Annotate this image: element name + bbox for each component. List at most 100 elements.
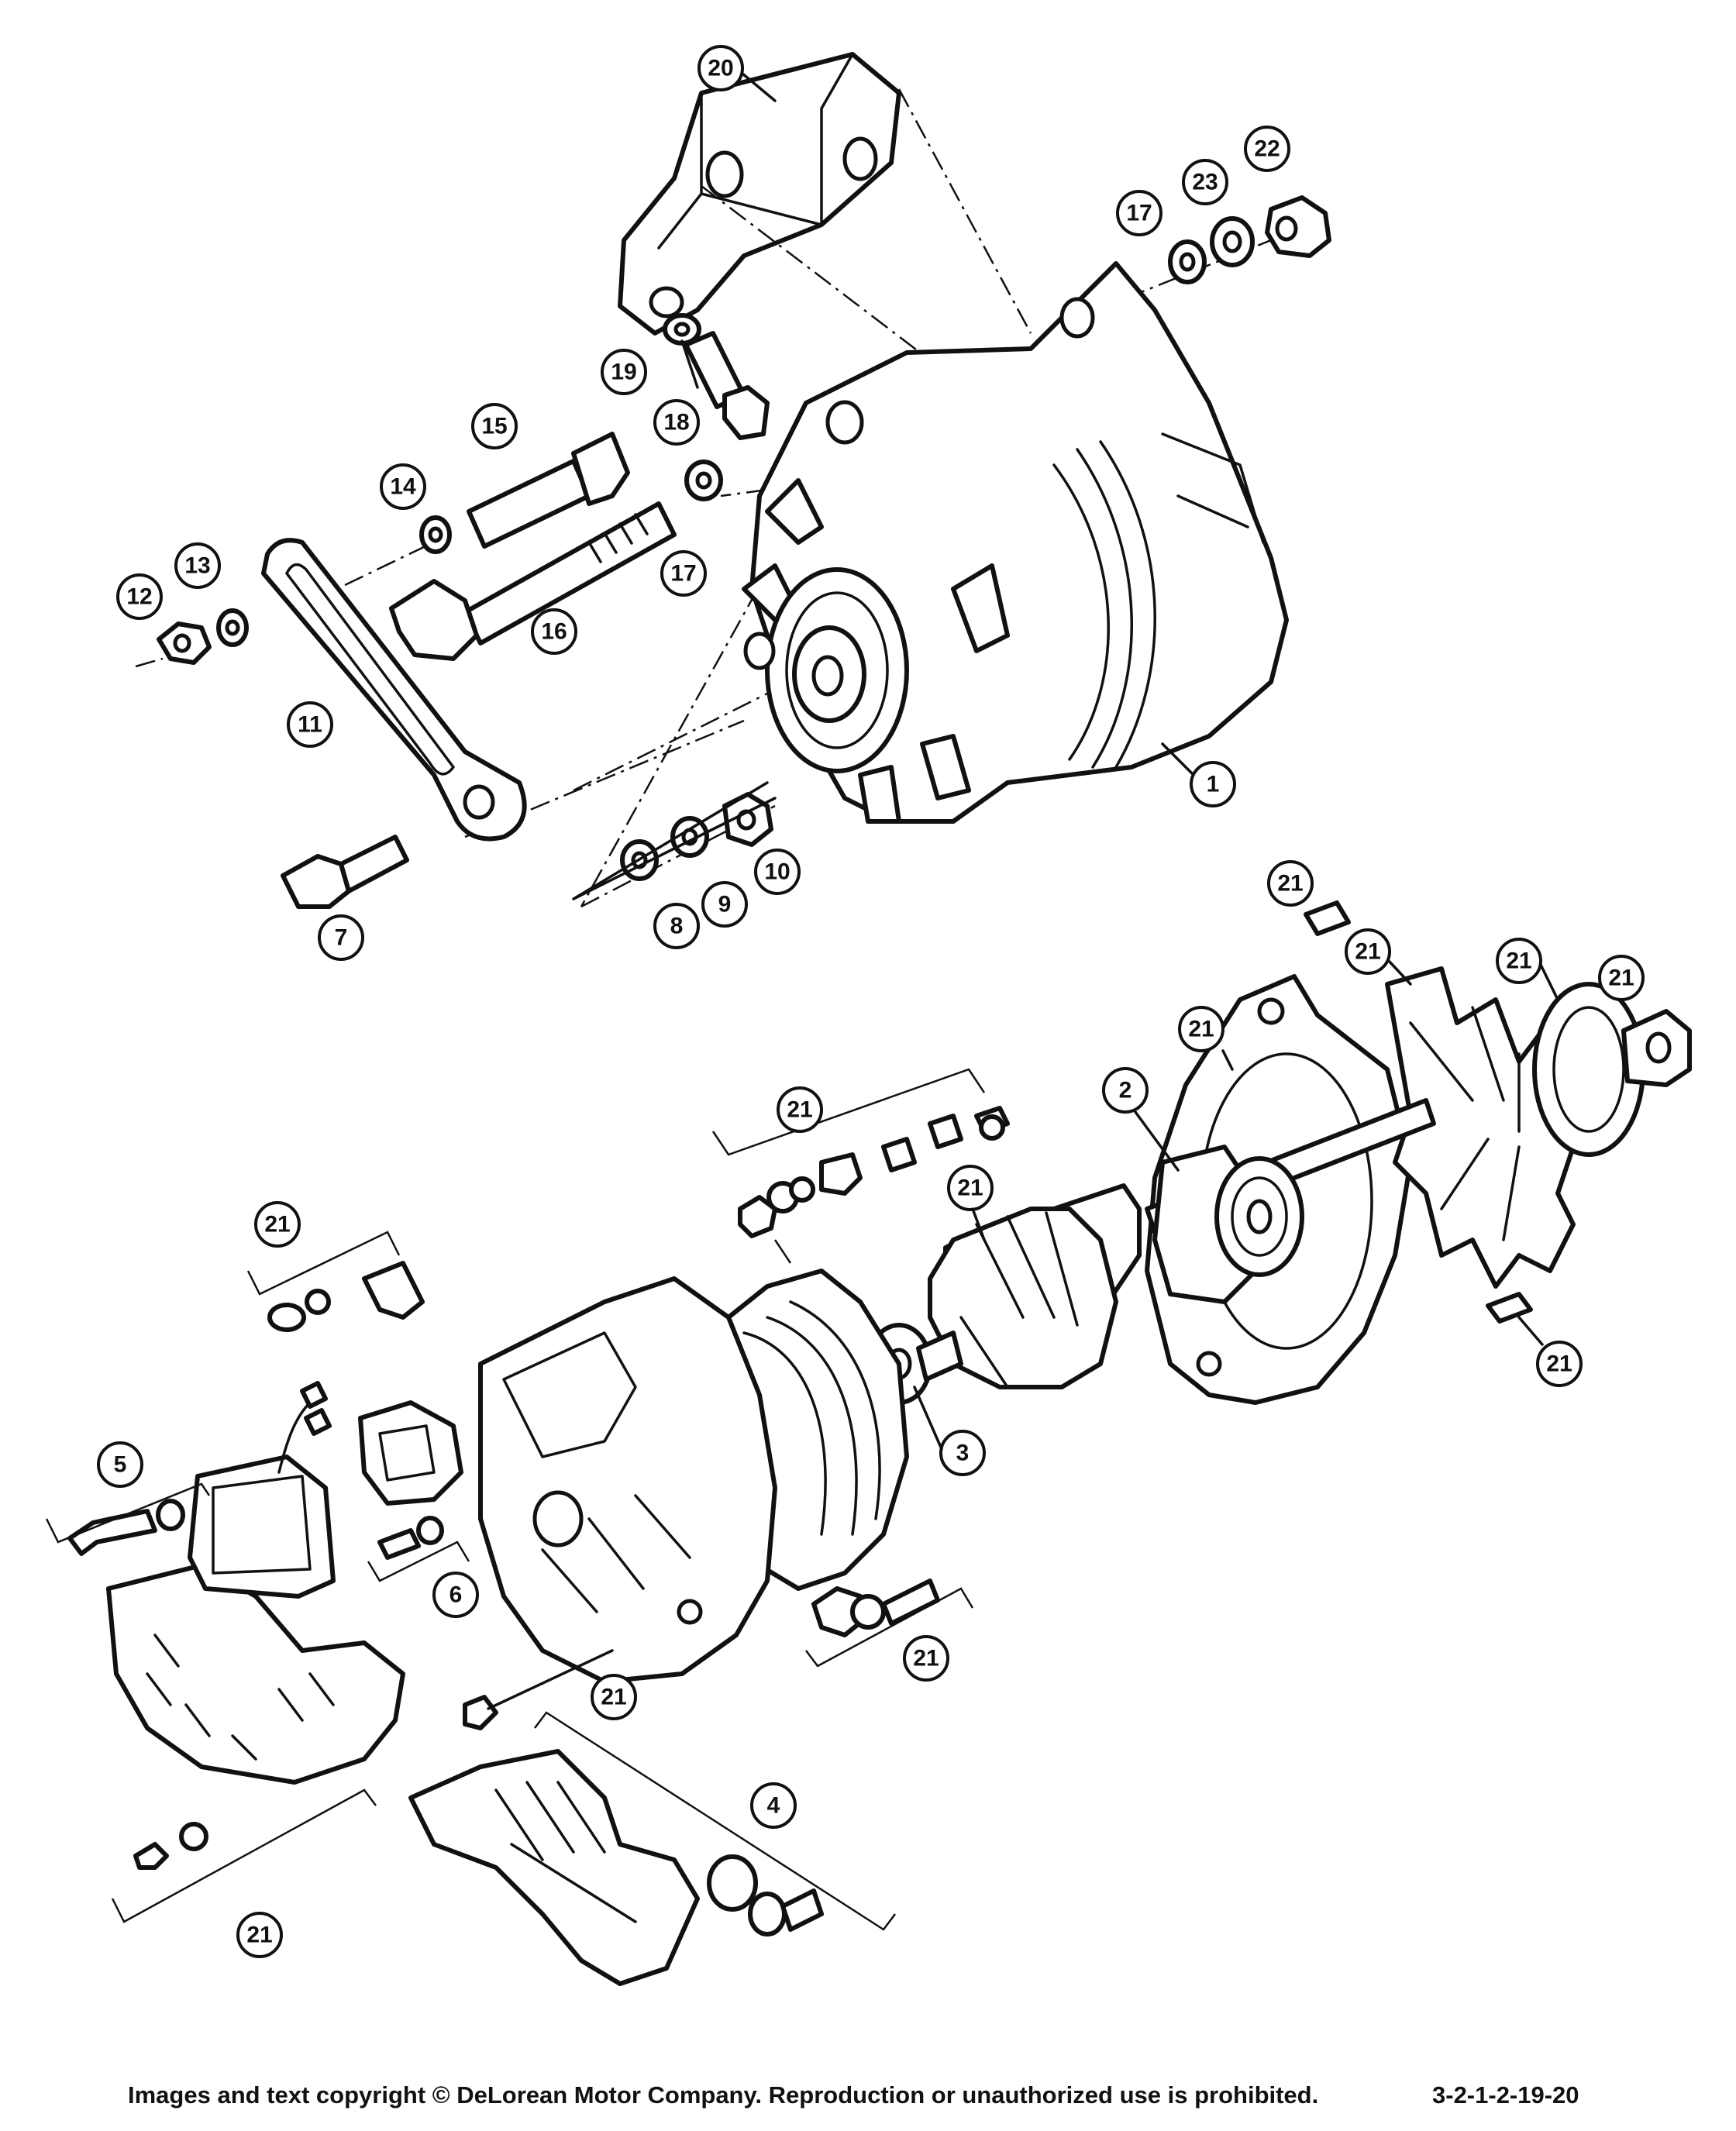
svg-text:21: 21	[1506, 948, 1531, 974]
svg-text:21: 21	[264, 1212, 290, 1238]
drive-bearing	[1214, 1156, 1304, 1277]
brush-holder	[358, 1400, 463, 1560]
svg-text:21: 21	[1188, 1017, 1214, 1042]
callout-21a: 21	[1267, 860, 1314, 907]
svg-text:3: 3	[956, 1441, 970, 1466]
washer-23	[1210, 216, 1255, 267]
svg-text:19: 19	[611, 360, 636, 385]
callout-7: 7	[318, 914, 364, 961]
callout-12: 12	[116, 573, 163, 620]
svg-text:16: 16	[541, 619, 567, 645]
svg-text:17: 17	[1126, 201, 1152, 226]
callout-9: 9	[701, 881, 748, 928]
callout-17a: 17	[1116, 190, 1162, 236]
svg-text:21: 21	[1277, 871, 1303, 897]
callout-21h: 21	[254, 1201, 301, 1248]
callout-22: 22	[1244, 126, 1290, 172]
svg-text:8: 8	[670, 914, 684, 939]
callout-4: 4	[750, 1782, 797, 1829]
svg-text:21: 21	[246, 1923, 272, 1948]
pivot-bolt	[389, 501, 677, 661]
callout-18: 18	[653, 399, 700, 446]
nut-22	[1265, 195, 1331, 258]
callout-21l: 21	[236, 1912, 283, 1958]
callout-21f: 21	[777, 1086, 823, 1133]
callout-2: 2	[1102, 1067, 1149, 1114]
through-bolt	[463, 1649, 614, 1730]
callout-16: 16	[531, 608, 577, 655]
callout-21e: 21	[1178, 1006, 1224, 1052]
leader-lines	[680, 72, 1559, 1451]
brush-clip-hardware	[267, 1261, 425, 1332]
voltage-regulator	[67, 1381, 336, 1599]
callout-19: 19	[601, 349, 647, 395]
cover-screw	[133, 1822, 208, 1870]
alternator-body	[742, 261, 1289, 824]
svg-text:21: 21	[1608, 966, 1634, 991]
svg-text:1: 1	[1207, 772, 1220, 797]
callout-6: 6	[432, 1572, 479, 1618]
rotor	[928, 1183, 1142, 1389]
copyright-notice: Images and text copyright © DeLorean Mot…	[128, 2081, 1319, 2109]
svg-text:17: 17	[670, 561, 696, 587]
callout-15: 15	[471, 403, 518, 449]
callout-14: 14	[380, 463, 426, 510]
svg-text:6: 6	[450, 1582, 463, 1608]
callout-11: 11	[287, 701, 333, 748]
callout-21d: 21	[1598, 955, 1645, 1001]
pulley-bottom	[1532, 982, 1692, 1157]
washer-19	[663, 313, 701, 346]
callout-21k: 21	[591, 1674, 637, 1720]
group-brackets	[45, 1068, 986, 1931]
svg-text:13: 13	[184, 553, 210, 579]
callout-21c: 21	[1496, 938, 1542, 984]
svg-text:12: 12	[126, 584, 152, 610]
leader-8-9-10	[572, 781, 777, 900]
svg-text:21: 21	[957, 1176, 983, 1201]
washer-14	[419, 515, 452, 554]
svg-text:2: 2	[1119, 1078, 1132, 1103]
callout-10: 10	[754, 849, 801, 895]
bracket-bolt	[684, 331, 770, 440]
callout-17b: 17	[660, 550, 707, 597]
svg-text:21: 21	[787, 1097, 812, 1123]
svg-text:15: 15	[481, 414, 507, 439]
cooling-fan	[1385, 966, 1576, 1289]
washer-17a	[1168, 239, 1207, 284]
callout-23: 23	[1182, 159, 1228, 205]
callout-13: 13	[174, 542, 221, 589]
washer-17b	[684, 460, 723, 501]
rectifier	[408, 1749, 824, 1986]
long-bolt	[467, 432, 630, 549]
housing-screw	[1486, 1292, 1533, 1324]
callout-8: 8	[653, 903, 700, 949]
mounting-bracket	[618, 52, 901, 336]
callout-5: 5	[97, 1441, 143, 1488]
washer-13	[216, 608, 249, 647]
callout-3: 3	[939, 1430, 986, 1476]
svg-text:18: 18	[663, 410, 689, 435]
callout-21j: 21	[903, 1635, 949, 1682]
terminal-hardware	[738, 1106, 1010, 1238]
svg-text:21: 21	[913, 1646, 939, 1671]
slip-ring-end-housing	[478, 1276, 777, 1684]
key-21a	[1304, 900, 1351, 936]
callout-20: 20	[698, 45, 744, 91]
svg-text:21: 21	[1355, 939, 1380, 965]
drawing-number: 3-2-1-2-19-20	[1432, 2081, 1579, 2109]
footer: Images and text copyright © DeLorean Mot…	[0, 2081, 1736, 2120]
stator-hardware	[811, 1578, 940, 1637]
svg-text:9: 9	[718, 892, 732, 917]
svg-text:11: 11	[298, 712, 322, 738]
link-bolt	[281, 835, 409, 909]
svg-text:21: 21	[1546, 1351, 1572, 1377]
callout-21g: 21	[947, 1165, 994, 1211]
callout-1: 1	[1190, 761, 1236, 807]
nut-12	[157, 621, 212, 665]
svg-text:22: 22	[1254, 136, 1280, 162]
rectifier-cover	[106, 1563, 405, 1785]
svg-text:20: 20	[708, 56, 733, 81]
callout-21b: 21	[1345, 928, 1391, 975]
svg-text:21: 21	[601, 1685, 626, 1710]
